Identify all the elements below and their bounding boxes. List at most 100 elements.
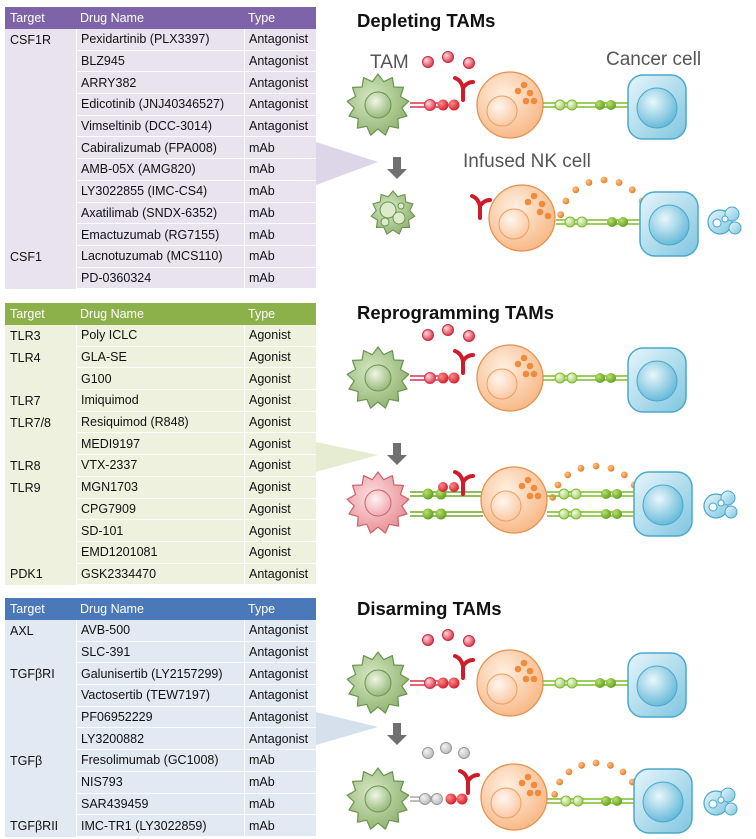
dying-cancer-cell-blob <box>724 206 740 222</box>
down-arrow <box>387 443 407 465</box>
row-drug-name: LY3200882 <box>76 728 244 751</box>
ligand-light-dot <box>572 795 584 807</box>
dying-cancer-cell-vesicle <box>717 796 725 804</box>
connector-depleting <box>316 142 378 185</box>
cancer-cell-nucleus <box>636 360 678 402</box>
inhibitory-receptor <box>458 769 480 795</box>
table-header: Target Drug Name Type <box>5 598 316 620</box>
granule-dot <box>526 89 534 97</box>
receptor-dot <box>448 677 460 689</box>
receptor-dot <box>456 793 468 805</box>
nk-cell-nucleus <box>490 490 522 522</box>
granule-dot <box>615 179 623 186</box>
row-type: Antagonist <box>244 50 316 73</box>
table-row: Vimseltinib (DCC-3014)Antagonist <box>5 115 316 138</box>
cancer-cell-nucleus <box>636 87 678 129</box>
blocked-ligand-dot <box>419 793 431 805</box>
granule-dot <box>544 212 552 220</box>
ligand-light-dot <box>558 508 570 520</box>
ligand-light-dot <box>576 216 588 228</box>
receptor-dot <box>437 99 449 111</box>
nk-cell-nucleus <box>486 95 518 127</box>
row-type: Antagonist <box>244 72 316 95</box>
granule-dot <box>520 81 528 89</box>
granule-dot <box>514 360 522 368</box>
granule-dot <box>518 779 526 787</box>
cytokine-dot <box>463 330 475 342</box>
granule-dot <box>530 675 538 683</box>
row-drug-name: SD-101 <box>76 520 244 542</box>
apoptotic-body <box>397 202 405 210</box>
granule-dot <box>534 492 542 500</box>
cancer-cell-nucleus <box>642 781 684 823</box>
header-drug-name: Drug Name <box>80 602 144 616</box>
table-row: Cabiralizumab (FPA008)mAb <box>5 137 316 160</box>
header-target: Target <box>10 307 45 321</box>
receptor-dot <box>438 482 448 492</box>
activating-receptor-dot <box>607 217 617 227</box>
nk-cell-nucleus <box>486 673 518 705</box>
activating-receptor-dot <box>595 373 605 383</box>
header-type: Type <box>248 11 276 25</box>
table-row: Axatilimab (SNDX-6352)mAb <box>5 202 316 225</box>
ligand-light-dot <box>566 372 578 384</box>
row-type: Antagonist <box>244 29 316 51</box>
cancer-cell-nucleus <box>636 665 678 707</box>
cytokine-dot <box>442 629 454 641</box>
blocked-cytokine-dot <box>422 747 434 759</box>
row-drug-name: SLC-391 <box>76 641 244 664</box>
activating-dot <box>422 508 434 520</box>
activating-receptor-dot <box>612 489 622 499</box>
row-type: Antagonist <box>244 685 316 707</box>
row-type: Agonist <box>244 455 316 477</box>
granule-dot <box>520 354 528 362</box>
apoptotic-body <box>392 211 406 225</box>
row-type: mAb <box>244 267 316 290</box>
row-type: Agonist <box>244 498 316 521</box>
row-type: Agonist <box>244 368 316 391</box>
row-type: Antagonist <box>244 115 316 138</box>
receptor-dot <box>445 793 457 805</box>
row-drug-name: ARRY382 <box>76 72 244 95</box>
row-target: CSF1 <box>10 249 42 264</box>
row-target: TGFβRI <box>10 667 55 682</box>
cytokine-dot <box>422 329 434 341</box>
dying-cancer-cell-vesicle <box>708 799 718 809</box>
row-type: Antagonist <box>244 728 316 751</box>
granule-dot <box>518 482 526 490</box>
row-type: Agonist <box>244 476 316 499</box>
row-drug-name: PF06952229 <box>76 706 244 729</box>
row-type: Antagonist <box>244 641 316 664</box>
dying-cancer-cell-blob <box>720 787 736 803</box>
granule-dot <box>577 464 585 472</box>
activating-receptor-dot <box>601 796 611 806</box>
row-target: TGFβRII <box>10 819 59 834</box>
granule-dot <box>578 761 586 769</box>
down-arrow <box>387 157 407 179</box>
row-type: mAb <box>244 180 316 203</box>
label-cancer-cell: Cancer cell <box>606 49 702 70</box>
ligand-dot <box>424 99 436 111</box>
blocked-cytokine-dot <box>458 747 470 759</box>
dying-cancer-cell-blob <box>724 802 738 816</box>
row-drug-name: G100 <box>76 368 244 391</box>
row-drug-name: GLA-SE <box>76 346 244 369</box>
table-header: Target Drug Name Type <box>5 7 316 29</box>
activating-receptor-dot <box>606 373 616 383</box>
inhibitory-receptor <box>470 194 492 220</box>
table-row: Edicotinib (JNJ40346527)Antagonist <box>5 94 316 116</box>
row-drug-name: AVB-500 <box>76 620 244 642</box>
